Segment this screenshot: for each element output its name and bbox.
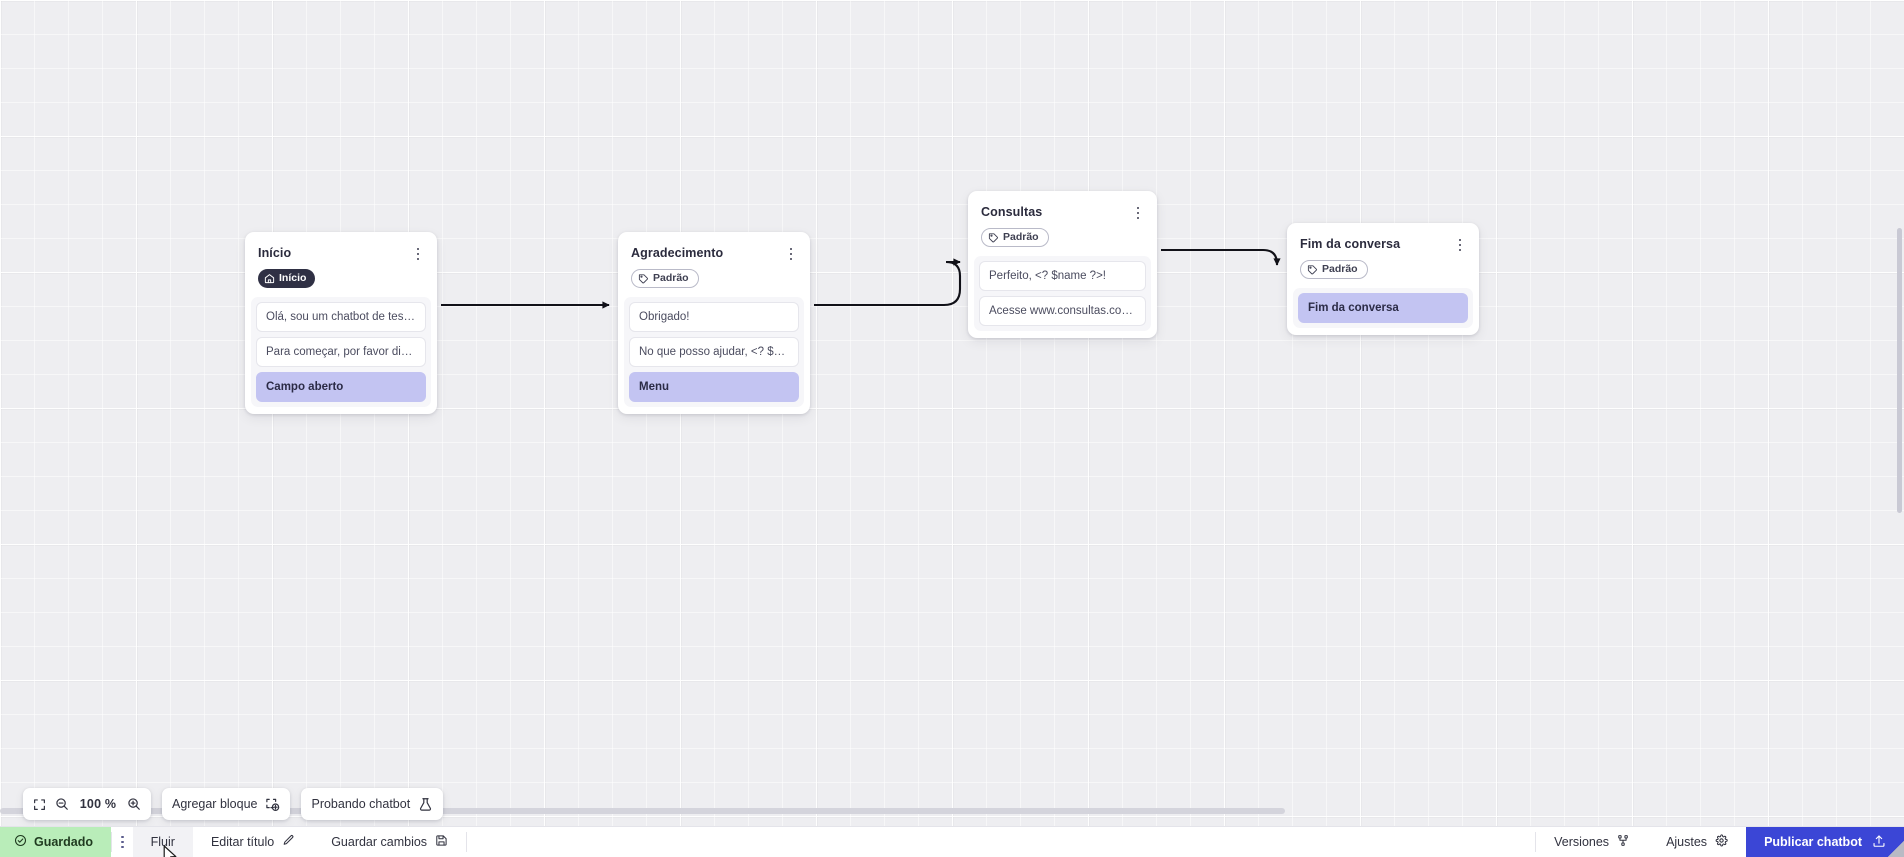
node-badge-row: Padrão [624,263,804,297]
canvas-toolbar: 100 % Agregar bloque [23,788,444,820]
node-action-row[interactable]: Menu [629,372,799,402]
node-badge-label: Padrão [1322,263,1358,276]
flow-node-agradecimento[interactable]: Agradecimento Padrão Obrigado! No que po… [618,232,810,414]
bottom-status-bar: Guardado Fluir Editar título Guardar cam… [0,826,1904,857]
branch-icon [1617,834,1630,850]
tab-fluir[interactable]: Fluir [132,827,193,857]
flow-node-inicio[interactable]: Início Início Olá, sou um chatbot de tes… [245,232,437,414]
tag-icon [1307,265,1318,275]
node-body: Perfeito, <? $name ?>! Acesse www.consul… [974,256,1151,331]
node-message-row[interactable]: Para começar, por favor digite o ... [256,337,426,367]
divider [111,832,113,852]
node-title: Início [258,246,292,260]
node-message-row[interactable]: Olá, sou um chatbot de teste! [256,302,426,332]
node-title: Fim da conversa [1300,237,1401,251]
divider [466,832,468,852]
node-message-row[interactable]: Acesse www.consultas.com par... [979,296,1146,326]
node-badge-row: Início [251,263,431,297]
zoom-controls-group: 100 % [23,788,151,820]
flow-canvas[interactable]: Início Início Olá, sou um chatbot de tes… [0,0,1904,826]
window-resize-grip[interactable] [1888,841,1904,857]
saved-status-badge: Guardado [0,827,112,857]
node-title: Agradecimento [631,246,724,260]
node-message-row[interactable]: Perfeito, <? $name ?>! [979,261,1146,291]
save-changes-button[interactable]: Guardar cambios [313,827,466,857]
save-changes-label: Guardar cambios [331,835,428,849]
node-action-row[interactable]: Fim da conversa [1298,293,1468,323]
save-icon [435,834,448,850]
flow-node-fim-da-conversa[interactable]: Fim da conversa Padrão Fim da conversa [1287,223,1479,335]
add-block-label: Agregar bloque [172,797,258,811]
edit-title-label: Editar título [210,835,275,849]
node-badge-padrao[interactable]: Padrão [981,228,1049,247]
more-vertical-icon[interactable] [782,245,800,263]
settings-button[interactable]: Ajustes [1648,827,1746,857]
gear-icon [1715,834,1728,850]
add-block-button[interactable]: Agregar bloque [172,797,280,812]
versions-label: Versiones [1554,835,1610,849]
fit-screen-icon[interactable] [33,798,46,811]
tab-fluir-label: Fluir [150,835,175,849]
test-chatbot-group[interactable]: Probando chatbot [301,788,444,820]
node-header: Agradecimento [624,238,804,263]
versions-button[interactable]: Versiones [1536,827,1648,857]
node-badge-row: Padrão [1293,254,1473,288]
node-body: Olá, sou um chatbot de teste! Para começ… [251,297,431,407]
flow-node-consultas[interactable]: Consultas Padrão Perfeito, <? $name ?>! … [968,191,1157,338]
add-block-icon [265,797,280,812]
more-vertical-icon[interactable] [112,827,133,857]
horizontal-scrollbar[interactable] [0,808,1285,814]
test-chatbot-button[interactable]: Probando chatbot [311,797,433,812]
test-chatbot-label: Probando chatbot [311,797,411,811]
node-body: Obrigado! No que posso ajudar, <? $name … [624,297,804,407]
publish-chatbot-button[interactable]: Publicar chatbot [1746,827,1904,857]
pencil-icon [282,834,295,850]
node-header: Consultas [974,197,1151,222]
add-block-group[interactable]: Agregar bloque [162,788,291,820]
zoom-out-icon[interactable] [55,797,69,811]
node-badge-label: Início [279,272,307,285]
edit-title-button[interactable]: Editar título [193,827,313,857]
node-header: Início [251,238,431,263]
more-vertical-icon[interactable] [409,245,427,263]
tag-icon [638,274,649,284]
flask-icon [418,797,433,812]
node-header: Fim da conversa [1293,229,1473,254]
more-vertical-icon[interactable] [1129,204,1147,222]
node-badge-padrao[interactable]: Padrão [1300,260,1368,279]
settings-label: Ajustes [1666,835,1708,849]
divider [1535,832,1537,852]
edge-consultas-to-fim [1161,248,1281,266]
node-badge-inicio[interactable]: Início [258,269,316,288]
node-badge-padrao[interactable]: Padrão [631,269,699,288]
node-badge-row: Padrão [974,222,1151,256]
tag-icon [988,233,999,243]
upload-icon [1872,834,1886,851]
zoom-in-icon[interactable] [127,797,141,811]
home-icon [264,274,275,284]
node-badge-label: Padrão [653,272,689,285]
more-vertical-icon[interactable] [1451,236,1469,254]
node-badge-label: Padrão [1003,231,1039,244]
check-circle-icon [14,834,27,850]
node-title: Consultas [981,205,1043,219]
edge-agradecimento-to-consultas [814,258,962,307]
publish-label: Publicar chatbot [1764,835,1862,849]
vertical-scrollbar[interactable] [1897,228,1902,513]
node-body: Fim da conversa [1293,288,1473,328]
node-action-row[interactable]: Campo aberto [256,372,426,402]
zoom-level-label: 100 % [79,797,117,811]
node-message-row[interactable]: No que posso ajudar, <? $name ... [629,337,799,367]
saved-label: Guardado [34,835,94,849]
node-message-row[interactable]: Obrigado! [629,302,799,332]
spacer [467,827,1535,857]
